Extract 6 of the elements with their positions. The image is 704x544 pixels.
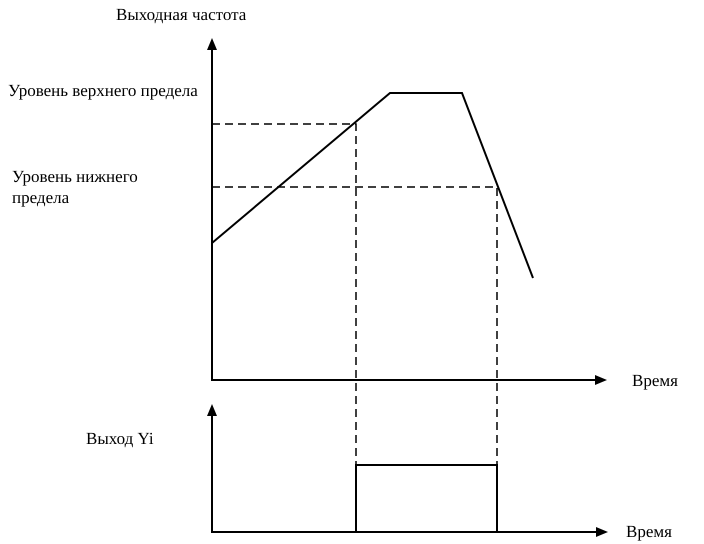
axis-label: Время (632, 370, 679, 391)
level-label: Уровень верхнего предела (8, 80, 198, 101)
axis-label: Время (626, 521, 673, 542)
level-label: Уровень нижнего предела (12, 166, 139, 208)
axis-label: Выход Yi (86, 428, 155, 449)
axis-label: Выходная частота (116, 4, 248, 25)
